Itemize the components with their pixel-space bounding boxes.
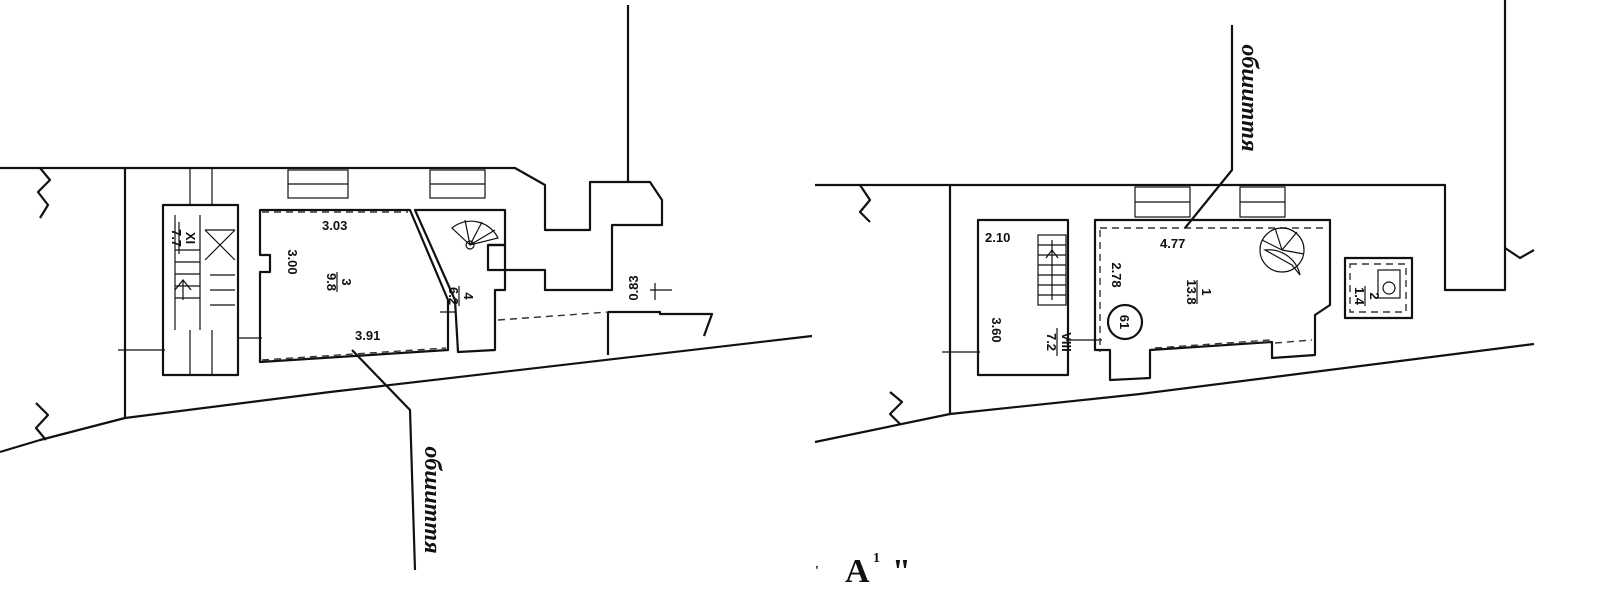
left-stair-area: 7.7 bbox=[169, 229, 184, 247]
room-1-number: 1 bbox=[1199, 288, 1214, 295]
room-3-number: 3 bbox=[339, 278, 354, 285]
right-annotation-text: обшиття bbox=[1236, 44, 1262, 151]
room-1-outline bbox=[1093, 218, 1332, 382]
left-break-mark-top bbox=[36, 167, 52, 219]
right-break-mark-bottom bbox=[888, 391, 904, 425]
room-4-sheathing-line bbox=[497, 311, 609, 321]
left-plan: XI 7.7 3.03 3.00 3 9.8 4 6.2 bbox=[0, 5, 813, 571]
right-stair-room bbox=[976, 218, 1070, 377]
left-dim-right: 0.83 bbox=[626, 275, 641, 300]
right-plan: 61 2.10 3.60 VIII 7.2 4.77 2.78 1 13.8 2… bbox=[814, 0, 1535, 444]
circle-marker bbox=[1106, 303, 1144, 341]
room-1-dim-top: 4.77 bbox=[1160, 236, 1185, 251]
room-3-outline bbox=[258, 208, 450, 364]
right-break-mark-top bbox=[858, 184, 872, 223]
right-street-line bbox=[814, 342, 1535, 444]
left-stair-treads bbox=[174, 168, 236, 375]
title-prefix-mark: ' bbox=[815, 564, 819, 579]
left-break-mark-bottom bbox=[34, 402, 50, 441]
left-windows bbox=[287, 169, 486, 199]
right-stair-dim-left: 3.60 bbox=[989, 317, 1004, 342]
room-4-area: 6.2 bbox=[446, 287, 461, 305]
left-dim-ticks bbox=[118, 283, 672, 351]
left-rear-wall bbox=[608, 310, 714, 337]
room-3-sheathing-line bbox=[261, 211, 447, 361]
right-stair-treads-frame bbox=[1037, 234, 1067, 306]
room-3-area: 9.8 bbox=[324, 273, 339, 291]
toilet-fixture-icon bbox=[1377, 269, 1401, 299]
right-stair-dim-top: 2.10 bbox=[985, 230, 1010, 245]
right-stair-area: 7.2 bbox=[1044, 333, 1059, 351]
room-4-number: 4 bbox=[461, 292, 476, 300]
right-spiral-stair bbox=[1259, 227, 1305, 276]
left-annotation-leader bbox=[351, 349, 417, 571]
title-superscript: 1 bbox=[873, 551, 880, 566]
room-2-area: 1.4 bbox=[1352, 287, 1367, 306]
right-facade-top-line bbox=[815, 0, 1507, 292]
circle-marker-label: 61 bbox=[1117, 315, 1132, 329]
right-stair-number: VIII bbox=[1059, 332, 1074, 352]
left-stair-number: XI bbox=[183, 232, 198, 244]
room-2-sheathing-line bbox=[1349, 263, 1407, 313]
room-1-sheathing-line bbox=[1099, 227, 1325, 352]
title-suffix-mark: " bbox=[892, 553, 911, 590]
left-building-outline bbox=[123, 5, 664, 418]
plan-title: ' A 1 " bbox=[815, 551, 911, 590]
room-3-dim-top: 3.03 bbox=[322, 218, 347, 233]
title-letter: A bbox=[845, 553, 870, 590]
room-2-outline bbox=[1343, 256, 1414, 320]
right-stair-ticks bbox=[942, 339, 1102, 353]
room-1-area: 13.8 bbox=[1184, 279, 1199, 304]
room-4-outline bbox=[413, 208, 507, 354]
room-2-number: 2 bbox=[1367, 292, 1382, 299]
left-annotation-text: обшиття bbox=[419, 446, 445, 553]
right-windows bbox=[1134, 186, 1286, 218]
left-dim-bottom: 3.91 bbox=[355, 328, 380, 343]
right-stair-treads bbox=[1038, 240, 1066, 300]
left-stair-block bbox=[161, 203, 240, 377]
right-break-mark-edge bbox=[1504, 247, 1535, 260]
right-annotation-leader bbox=[1184, 25, 1234, 229]
room-1-dim-side: 2.78 bbox=[1109, 262, 1124, 287]
left-spiral-stair bbox=[451, 219, 499, 250]
room-3-dim-side: 3.00 bbox=[285, 249, 300, 274]
